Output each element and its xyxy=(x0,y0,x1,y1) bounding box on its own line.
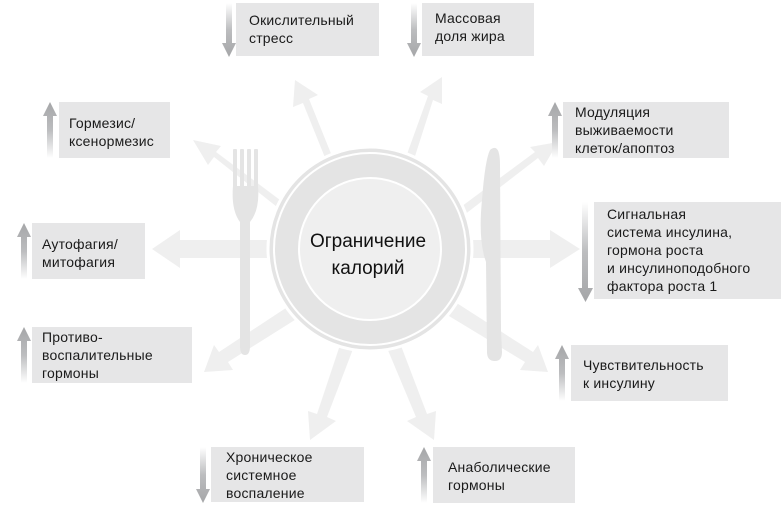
effect-text: доля жира xyxy=(435,28,505,44)
decrease-arrow-icon xyxy=(578,202,593,302)
effect-text: гормона роста xyxy=(607,242,704,258)
effect-text: митофагия xyxy=(42,254,116,270)
effect-autophagy: Аутофагия/ митофагия xyxy=(32,223,145,279)
effect-text: Массовая xyxy=(435,10,501,26)
plate-inner xyxy=(298,177,442,321)
arrow-cell-survival xyxy=(445,142,558,222)
effect-text: выживаемости xyxy=(575,122,674,138)
effect-hormesis: Гормезис/ ксенормезис xyxy=(59,102,170,158)
arrow-oxidative-stress xyxy=(293,80,352,175)
effect-text: Аутофагия/ xyxy=(42,236,118,252)
effect-text: ксенормезис xyxy=(69,133,154,149)
effect-text: Противо- xyxy=(42,329,103,345)
effect-text: Анаболические xyxy=(448,459,551,475)
effect-insulin-sensitivity: Чувствительность к инсулину xyxy=(571,345,728,401)
increase-arrow-icon xyxy=(43,102,57,158)
increase-arrow-icon xyxy=(17,223,31,279)
effect-text: гормоны xyxy=(42,365,99,381)
arrow-insulin-igf xyxy=(460,230,580,268)
center-label: Ограничение калорий xyxy=(293,228,443,282)
decrease-arrow-icon xyxy=(407,3,421,57)
effect-text: и инсулиноподобного xyxy=(607,260,751,276)
increase-arrow-icon xyxy=(17,327,31,383)
effect-anti-inflammatory-hormones: Противо- воспалительные гормоны xyxy=(32,327,192,383)
effect-text: воспалительные xyxy=(42,347,153,363)
effect-text: Гормезис/ xyxy=(69,115,136,131)
effect-oxidative-stress: Окислительный стресс xyxy=(236,3,379,56)
effect-text: воспаление xyxy=(226,485,305,501)
center-line: Ограничение xyxy=(309,231,427,252)
effect-text: система инсулина, xyxy=(607,224,733,240)
center-line: калорий xyxy=(331,258,405,279)
effect-cell-survival: Модуляция выживаемости клеток/апоптоз xyxy=(563,102,729,158)
effect-anabolic-hormones: Анаболические гормоны xyxy=(433,447,575,503)
arrow-autophagy xyxy=(152,230,290,268)
effect-insulin-igf-signaling: Сигнальная система инсулина, гормона рос… xyxy=(594,202,781,299)
plate-ring xyxy=(273,152,467,346)
increase-arrow-icon xyxy=(555,345,569,401)
decrease-arrow-icon xyxy=(222,3,236,57)
arrow-fat-mass xyxy=(392,77,442,178)
effect-text: Чувствительность xyxy=(583,357,704,373)
knife-icon xyxy=(480,147,502,361)
arrow-chronic-inflammation xyxy=(308,330,358,440)
arrow-anabolic xyxy=(382,330,436,440)
effect-text: Модуляция xyxy=(575,104,651,120)
effect-text: гормоны xyxy=(448,477,505,493)
fork-icon xyxy=(232,149,259,355)
effect-text: фактора роста 1 xyxy=(607,278,718,294)
decrease-arrow-icon xyxy=(196,447,210,503)
effect-fat-mass: Массовая доля жира xyxy=(422,3,534,56)
arrow-anti-inflammatory xyxy=(204,300,306,372)
effect-text: Хроническое xyxy=(226,449,313,465)
effect-text: клеток/апоптоз xyxy=(575,140,675,156)
increase-arrow-icon xyxy=(548,102,562,158)
increase-arrow-icon xyxy=(417,447,431,503)
effect-text: стресс xyxy=(249,30,294,46)
effect-text: Сигнальная xyxy=(607,206,687,222)
effect-text: к инсулину xyxy=(583,375,655,391)
effect-text: системное xyxy=(226,467,297,483)
effect-text: Окислительный xyxy=(249,12,355,28)
effect-chronic-inflammation: Хроническое системное воспаление xyxy=(211,447,364,502)
